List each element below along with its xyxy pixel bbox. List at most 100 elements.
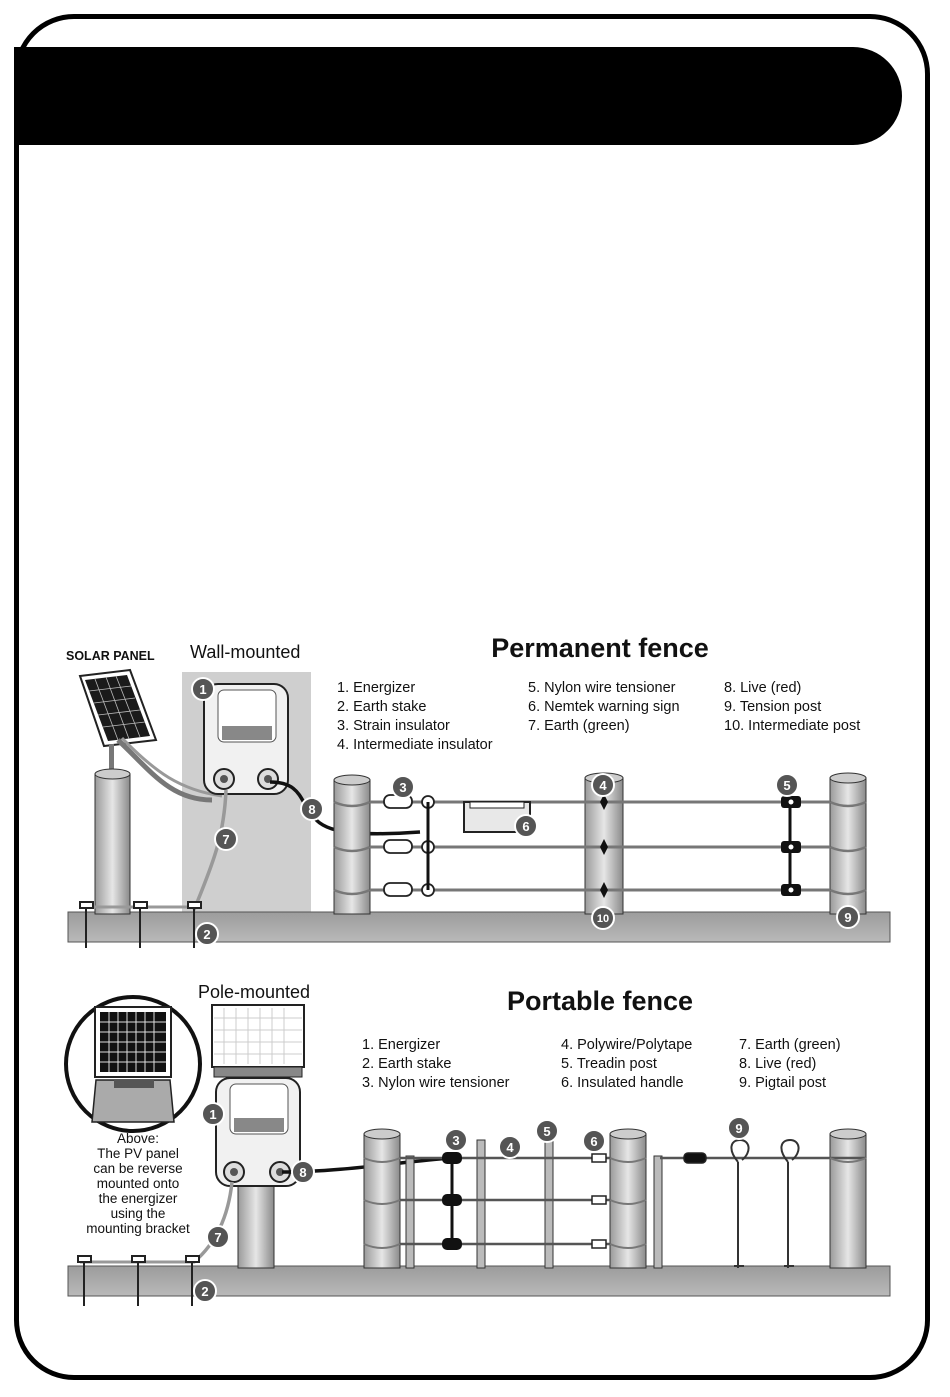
- legend-item: 10. Intermediate post: [724, 718, 860, 734]
- insulated-handles: [591, 1152, 707, 1249]
- detail-caption: Above: The PV panel can be reverse mount…: [86, 1131, 190, 1236]
- solar-cable: [116, 738, 213, 803]
- wall-mounted-label: Wall-mounted: [190, 642, 300, 662]
- svg-text:9: 9: [735, 1121, 742, 1136]
- callout-6: 6: [514, 814, 538, 838]
- svg-text:3: 3: [399, 780, 406, 795]
- legend-item: 8. Live (red): [739, 1056, 816, 1072]
- legend-item: 3. Strain insulator: [337, 718, 450, 734]
- callout-4: 4: [591, 773, 615, 797]
- solar-cable: [120, 736, 223, 798]
- svg-text:7: 7: [214, 1230, 221, 1245]
- caption-line: mounted onto: [97, 1176, 180, 1191]
- intermediate-insulators: [600, 794, 608, 898]
- callout-5: 5: [535, 1119, 559, 1143]
- legend-item: 5. Treadin post: [561, 1056, 657, 1072]
- callout-8: 8: [300, 797, 324, 821]
- svg-text:2: 2: [201, 1284, 208, 1299]
- callout-2: 2: [195, 922, 219, 946]
- svg-text:7: 7: [222, 832, 229, 847]
- solar-pole-top: [94, 768, 131, 780]
- legend-item: 9. Pigtail post: [739, 1075, 826, 1091]
- treadin-post: [653, 1155, 663, 1269]
- svg-text:3: 3: [452, 1133, 459, 1148]
- svg-text:8: 8: [299, 1165, 306, 1180]
- caption-line: the energizer: [99, 1191, 178, 1206]
- ground-strip: [67, 911, 891, 943]
- callout-3: 3: [444, 1128, 468, 1152]
- callout-10: 10: [591, 906, 615, 930]
- pigtail-posts: [730, 1138, 800, 1268]
- energizer-wall: [203, 683, 289, 795]
- callout-7: 7: [214, 827, 238, 851]
- svg-text:9: 9: [844, 910, 851, 925]
- earth-wire: [192, 1181, 234, 1264]
- wire-tensioners: [442, 1152, 462, 1250]
- svg-text:4: 4: [599, 778, 607, 793]
- caption-line: Above:: [117, 1131, 159, 1146]
- callout-5: 5: [775, 773, 799, 797]
- legend-item: 4. Intermediate insulator: [337, 737, 493, 753]
- svg-text:10: 10: [597, 913, 609, 925]
- callout-2: 2: [193, 1279, 217, 1303]
- callout-9: 9: [727, 1116, 751, 1140]
- end-post: [829, 1133, 867, 1269]
- svg-text:8: 8: [308, 802, 315, 817]
- permanent-legend: 1. Energizer 2. Earth stake 3. Strain in…: [337, 680, 860, 753]
- caption-line: The PV panel: [97, 1146, 179, 1161]
- permanent-callouts: 1 2 3 4 5 6 7 8 9 10: [191, 677, 860, 946]
- caption-line: mounting bracket: [86, 1221, 190, 1236]
- pole-solar-panel: [211, 1004, 305, 1078]
- svg-text:4: 4: [506, 1140, 514, 1155]
- svg-text:2: 2: [203, 927, 210, 942]
- portable-title: Portable fence: [507, 986, 693, 1016]
- svg-text:6: 6: [522, 819, 529, 834]
- caption-line: can be reverse: [93, 1161, 182, 1176]
- legend-item: 7. Earth (green): [739, 1037, 841, 1053]
- svg-text:1: 1: [199, 682, 206, 697]
- legend-item: 7. Earth (green): [528, 718, 630, 734]
- permanent-title: Permanent fence: [491, 633, 709, 663]
- solar-panel: [78, 668, 158, 774]
- energizer-pole: [237, 1179, 275, 1269]
- solar-pole: [94, 773, 131, 915]
- svg-text:5: 5: [783, 778, 790, 793]
- earth-stakes: [79, 901, 202, 948]
- callout-1: 1: [191, 677, 215, 701]
- callout-8: 8: [291, 1160, 315, 1184]
- callout-4: 4: [498, 1135, 522, 1159]
- legend-item: 1. Energizer: [337, 680, 415, 696]
- legend-item: 3. Nylon wire tensioner: [362, 1075, 510, 1091]
- header-bar: [14, 47, 902, 145]
- legend-item: 4. Polywire/Polytape: [561, 1037, 692, 1053]
- legend-item: 2. Earth stake: [362, 1056, 451, 1072]
- callout-3: 3: [391, 775, 415, 799]
- caption-line: using the: [111, 1206, 166, 1221]
- portable-callouts: 1 2 3 4 5 6 7 8 9: [193, 1102, 751, 1303]
- legend-item: 8. Live (red): [724, 680, 801, 696]
- legend-item: 5. Nylon wire tensioner: [528, 680, 676, 696]
- earth-wire: [192, 789, 228, 911]
- portable-legend: 1. Energizer 2. Earth stake 3. Nylon wir…: [362, 1037, 841, 1091]
- legend-item: 1. Energizer: [362, 1037, 440, 1053]
- energizer-pole-mounted: [215, 1077, 301, 1187]
- pole-mounted-label: Pole-mounted: [198, 982, 310, 1002]
- svg-text:6: 6: [590, 1134, 597, 1149]
- detail-circle: [64, 995, 202, 1133]
- svg-text:1: 1: [209, 1107, 216, 1122]
- wire-tensioners: [781, 796, 801, 896]
- callout-1: 1: [201, 1102, 225, 1126]
- legend-item: 9. Tension post: [724, 699, 821, 715]
- page-frame: [14, 14, 930, 1380]
- earth-stakes: [77, 1255, 200, 1306]
- callout-9: 9: [836, 905, 860, 929]
- treadin-post: [405, 1155, 415, 1269]
- legend-item: 6. Nemtek warning sign: [528, 699, 680, 715]
- svg-text:5: 5: [543, 1124, 550, 1139]
- solar-panel-label: SOLAR PANEL: [66, 649, 155, 663]
- callout-7: 7: [206, 1225, 230, 1249]
- callout-6: 6: [582, 1129, 606, 1153]
- legend-item: 6. Insulated handle: [561, 1075, 684, 1091]
- treadin-post: [476, 1139, 486, 1269]
